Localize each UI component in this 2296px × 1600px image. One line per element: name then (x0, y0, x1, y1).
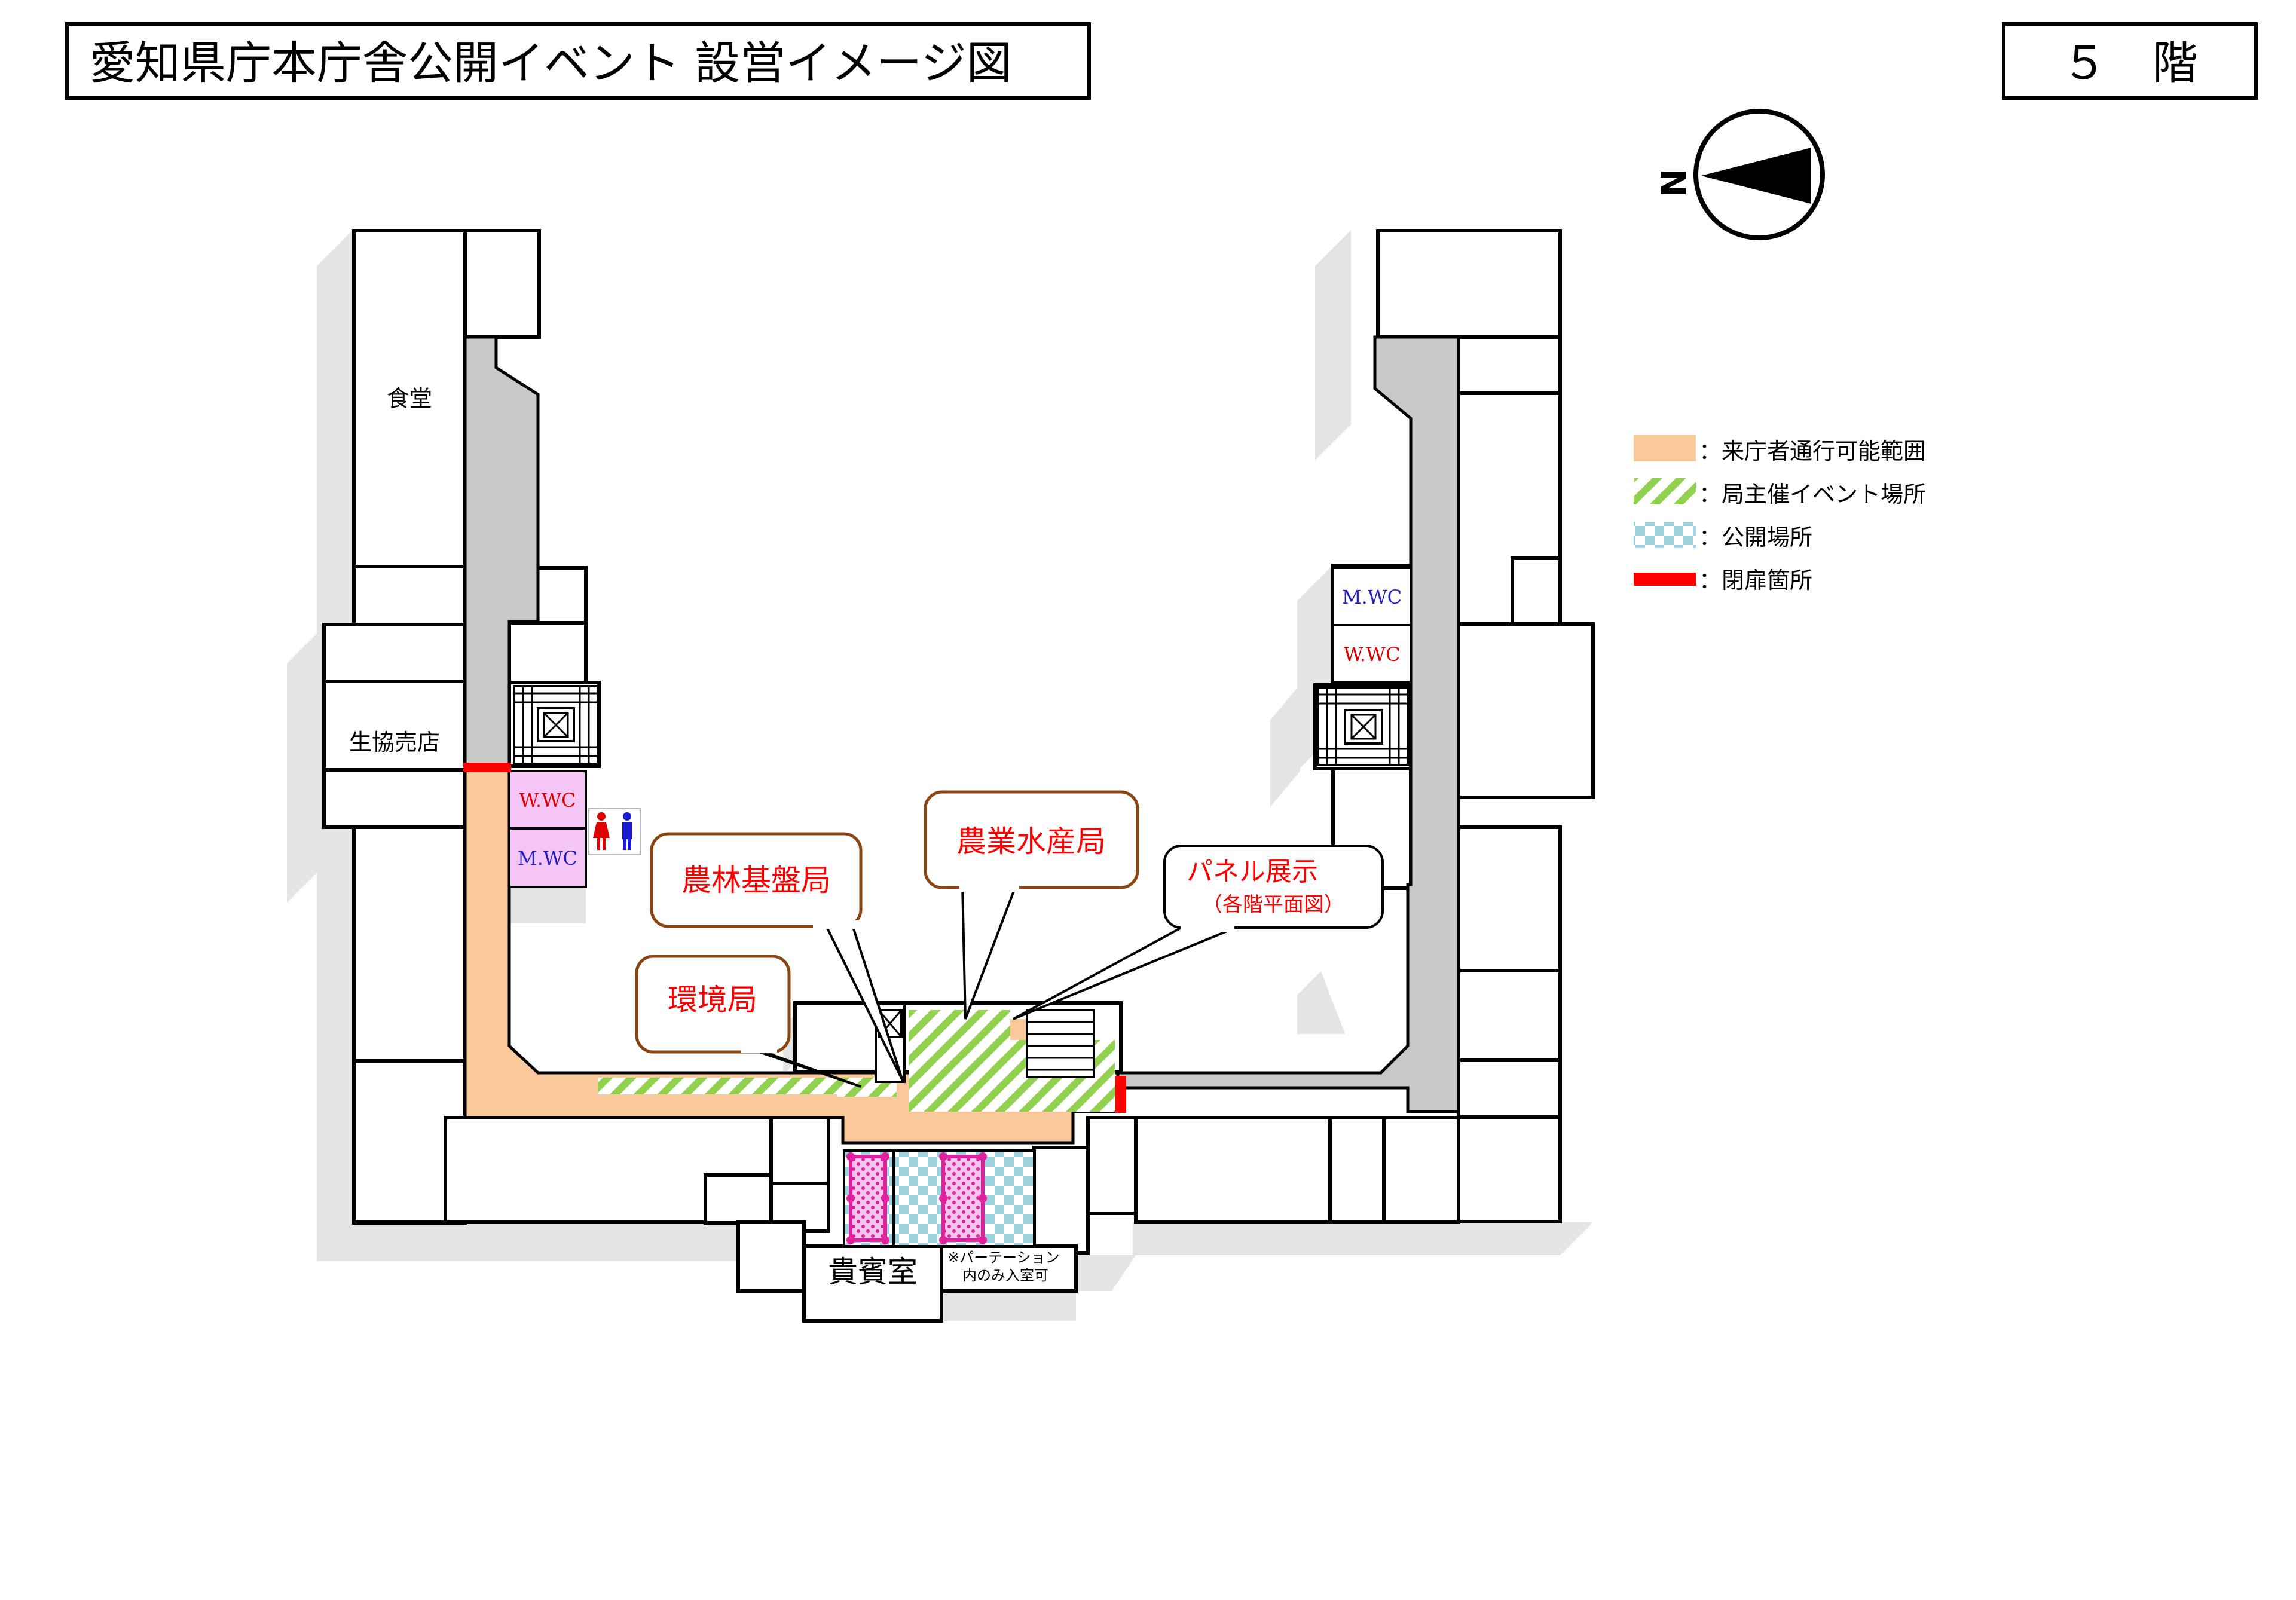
event-area-environment (598, 1078, 879, 1094)
legend-swatch-closed (1634, 573, 1696, 586)
callout-agri-infrastructure: 農林基盤局 (650, 832, 904, 1081)
callout-environment: 環境局 (635, 955, 861, 1088)
callout-label: 農業水産局 (956, 824, 1106, 859)
coop-store-room (322, 680, 467, 772)
west-stairs (513, 685, 599, 765)
callout-label: パネル展示 (1187, 856, 1318, 887)
coop-store-label: 生協売店 (349, 729, 440, 755)
cafeteria-label: 食堂 (387, 386, 432, 412)
callout-agri-fisheries: 農業水産局 (924, 790, 1139, 1020)
restroom-icon (588, 808, 641, 855)
floor-box: ５ 階 (2002, 22, 2258, 100)
east-restrooms: M.WC W.WC (1332, 567, 1412, 684)
legend-label-closed: ：閉扉箇所 (1699, 567, 1812, 594)
partition-note: ※パーテーション (947, 1249, 1060, 1266)
floor-label: ５ 階 (2062, 36, 2198, 90)
legend-swatch-public (1634, 522, 1696, 548)
page-title: 愛知県庁本庁舎公開イベント 設営イメージ図 (90, 36, 1012, 90)
wc-label: M.WC (1342, 586, 1402, 608)
partition-exhibits (846, 1152, 987, 1244)
partition-note: 内のみ入室可 (962, 1267, 1048, 1284)
east-corridor (1116, 335, 1460, 1113)
wc-label: W.WC (1344, 643, 1401, 666)
callout-panel-exhibit: パネル展示 （各階平面図） (1013, 845, 1384, 1020)
legend: ：来庁者通行可能範囲 ：局主催イベント場所 ：公開場所 ：閉扉箇所 (1634, 435, 1926, 594)
closed-door-west (463, 763, 511, 772)
callout-label: 農林基盤局 (681, 863, 831, 898)
closed-door-east (1115, 1076, 1126, 1113)
vip-room-label: 貴賓室 (828, 1255, 918, 1289)
room (463, 229, 541, 339)
callout-sublabel: （各階平面図） (1202, 893, 1344, 917)
legend-label-visitor: ：来庁者通行可能範囲 (1699, 438, 1926, 464)
title-box: 愛知県庁本庁舎公開イベント 設営イメージ図 (65, 22, 1091, 100)
wc-label: W.WC (519, 789, 576, 812)
north-compass: N (1652, 109, 1825, 240)
east-stairs (1317, 686, 1409, 766)
legend-swatch-visitor (1634, 435, 1696, 461)
wc-label: M.WC (518, 847, 577, 870)
legend-swatch-event (1634, 478, 1696, 504)
legend-label-event: ：局主催イベント場所 (1699, 481, 1926, 507)
north-label: N (1652, 169, 1693, 198)
legend-label-public: ：公開場所 (1699, 524, 1812, 550)
callout-label: 環境局 (668, 983, 757, 1017)
vip-room (802, 1244, 943, 1323)
west-restrooms: W.WC M.WC (508, 770, 587, 888)
event-area-agriculture (909, 1010, 1115, 1112)
north-arrow-icon (1701, 148, 1811, 204)
